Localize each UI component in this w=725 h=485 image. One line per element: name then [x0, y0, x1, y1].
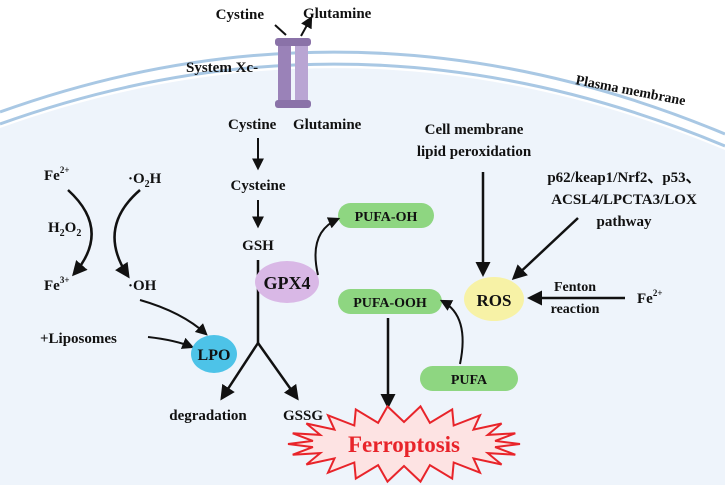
fe2-plus-label: Fe2+: [44, 165, 69, 184]
plasma-membrane-inner: [0, 62, 725, 148]
pufa-ooh-pill: [338, 289, 442, 314]
h2o2-label: H2O2: [48, 220, 81, 239]
ros-node: [464, 277, 524, 321]
pufa-label: PUFA: [451, 373, 488, 388]
glutamine-inside-label: Glutamine: [293, 117, 362, 133]
cystine-inside-label: Cystine: [228, 117, 277, 133]
gpx4-node: [255, 261, 319, 303]
to-degradation-arrow: [220, 342, 260, 401]
signaling-pathway-label-line1: p62/keap1/Nrf2、p53、: [547, 170, 700, 186]
fenton-reaction-label-line1: Fenton: [554, 280, 596, 295]
lipid-peroxidation-label-line1: Cell membrane: [425, 122, 524, 138]
pufa-ooh-label: PUFA-OOH: [353, 296, 427, 311]
glutamine-outside-label: Glutamine: [303, 6, 372, 22]
to-gssg-arrow: [256, 342, 299, 401]
lpo-label: LPO: [198, 347, 231, 364]
glutamine-export-arrow: [300, 15, 313, 37]
fe3-plus-label: Fe3+: [44, 275, 69, 294]
pufa-ooh-to-pufa-oh-arrow: [314, 217, 341, 276]
signaling-pathway-to-ros-arrow: [511, 217, 579, 281]
system-xc-label: System Xc-: [186, 60, 258, 76]
cysteine-label: Cysteine: [231, 178, 286, 194]
o2h-to-oh-arrow: [113, 189, 141, 279]
system-xc-transporter: [275, 38, 311, 108]
gsh-label: GSH: [242, 238, 274, 254]
fenton-reaction-label-line2: reaction: [551, 302, 600, 317]
liposomes-to-lpo-arrow: [147, 336, 195, 349]
gpx4-label: GPX4: [264, 273, 311, 293]
signaling-pathway-label-line2: ACSL4/LPCTA3/LOX: [551, 192, 697, 208]
oh-to-lpo-arrow: [139, 299, 208, 336]
pufa-pill: [420, 366, 518, 391]
cystine-outside-label: Cystine: [216, 7, 265, 23]
ferroptosis-burst: [287, 404, 521, 484]
fe2-to-fe3-arrow: [67, 189, 93, 277]
ros-label: ROS: [477, 291, 512, 310]
signaling-pathway-label-line3: pathway: [596, 214, 652, 230]
o2h-radical-label: ·O2H: [128, 171, 162, 190]
liposomes-label: +Liposomes: [40, 331, 117, 347]
degradation-label: degradation: [169, 408, 247, 424]
ferroptosis-label: Ferroptosis: [348, 432, 460, 457]
pufa-oh-label: PUFA-OH: [355, 210, 418, 225]
oh-radical-label: ·OH: [128, 278, 157, 294]
gssg-label: GSSG: [283, 408, 323, 424]
lpo-node: [191, 335, 237, 373]
pufa-oh-pill: [338, 203, 434, 228]
plasma-membrane-outer: [0, 50, 725, 136]
lipid-peroxidation-label-line2: lipid peroxidation: [417, 144, 532, 160]
cystine-import-arrow: [274, 24, 287, 36]
pufa-to-pufa-ooh-arrow: [439, 299, 464, 365]
fenton-fe2-plus-label: Fe2+: [637, 288, 662, 307]
cell-interior: [0, 68, 725, 485]
